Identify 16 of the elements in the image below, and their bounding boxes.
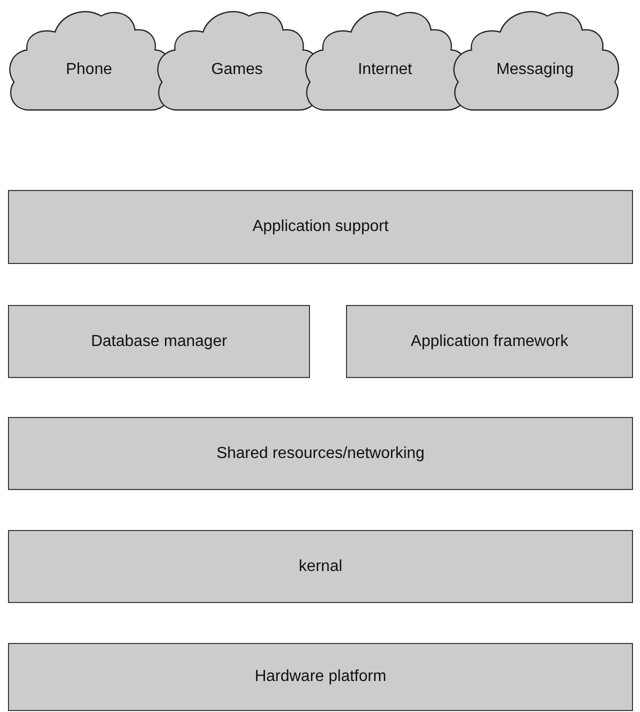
layer-box: [8, 643, 633, 711]
layer-label: Application framework: [410, 332, 568, 350]
layer-label: Database manager: [90, 332, 228, 350]
layer-label: Hardware platform: [254, 668, 386, 686]
cloud-label: Messaging: [496, 60, 574, 79]
cloud-label: Phone: [66, 60, 112, 79]
layer-label: kernal: [298, 558, 342, 576]
layer-label: Shared resources/networking: [216, 444, 425, 462]
cloud-label: Internet: [358, 60, 412, 79]
cloud-label: Games: [211, 60, 263, 79]
layer-box: [8, 190, 633, 264]
layer-box: [8, 530, 633, 603]
layer-box: [8, 305, 310, 378]
layer-label: Application support: [252, 218, 389, 236]
layer-box: [346, 305, 633, 378]
layer-box: [8, 417, 633, 490]
